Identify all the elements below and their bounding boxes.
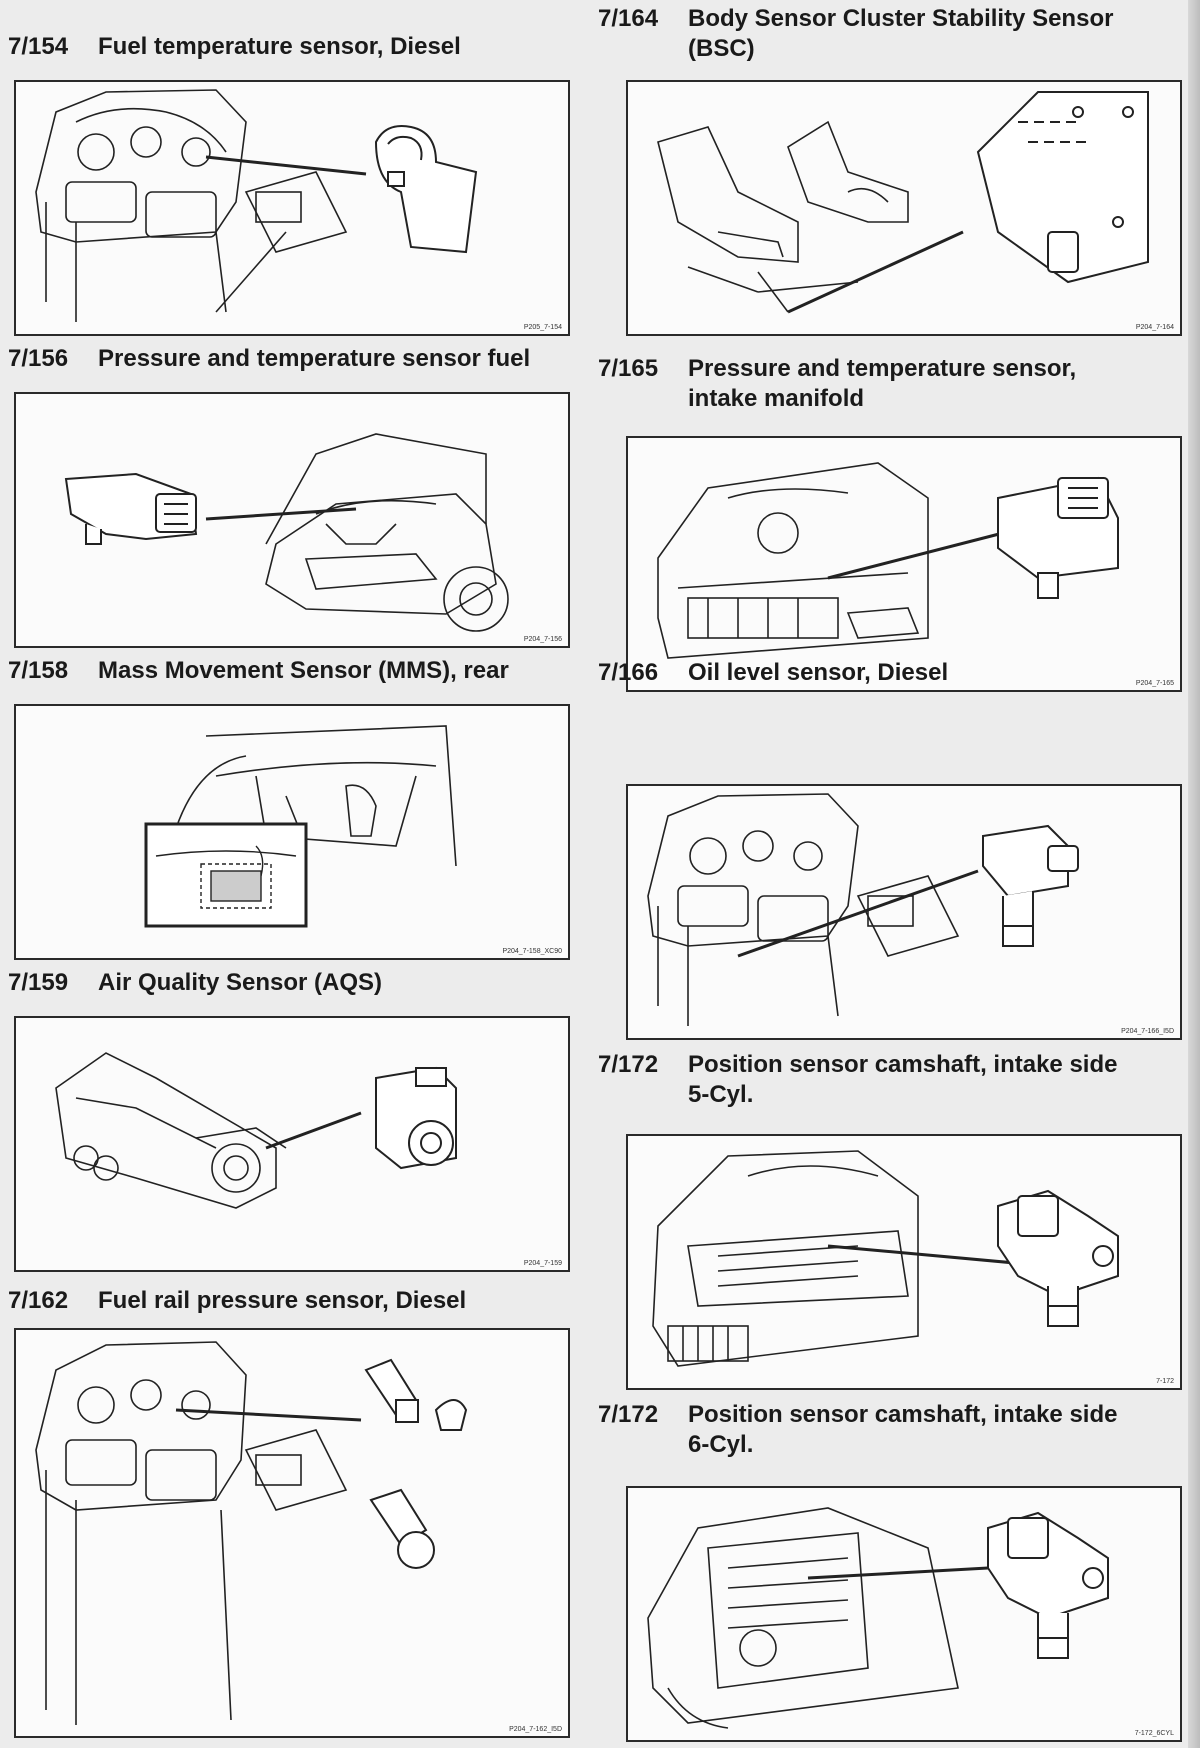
section-heading-7-154: 7/154 Fuel temperature sensor, Diesel xyxy=(8,32,568,66)
section-code: 7/159 xyxy=(8,969,69,996)
illustration-oil-level-sensor: P204_7-166_I5D xyxy=(626,784,1182,1040)
section-code: 7/172 xyxy=(598,1051,659,1078)
section-title: Position sensor camshaft, intake side 5-… xyxy=(688,1051,1118,1108)
section-code: 7/165 xyxy=(598,355,659,382)
section-heading-7-172-5cyl: 7/172 Position sensor camshaft, intake s… xyxy=(598,1050,1188,1114)
section-code: 7/154 xyxy=(8,33,69,60)
section-heading-7-166: 7/166 Oil level sensor, Diesel xyxy=(598,658,1188,692)
figure-reference: P205_7-154 xyxy=(523,324,562,331)
illustration-camshaft-sensor-6cyl: 7-172_6CYL xyxy=(626,1486,1182,1742)
figure-reference: P204_7-165 xyxy=(1135,680,1174,687)
section-title: Fuel temperature sensor, Diesel xyxy=(98,33,461,60)
engine-bay-drawing xyxy=(35,1341,468,1725)
section-code: 7/156 xyxy=(8,345,69,372)
illustration-body-sensor-cluster: P204_7-164 xyxy=(626,80,1182,336)
illustration-air-quality-sensor: P204_7-159 xyxy=(14,1016,570,1272)
figure-reference: 7-172 xyxy=(1156,1378,1174,1385)
figure-reference: P204_7-162_I5D xyxy=(509,1726,562,1733)
figure-reference: P204_7-156 xyxy=(523,636,562,643)
section-title: Air Quality Sensor (AQS) xyxy=(98,969,383,996)
illustration-fuel-pressure-temperature-sensor: P204_7-156 xyxy=(14,392,570,648)
figure-reference: P204_7-159 xyxy=(523,1260,562,1267)
engine-bay-drawing xyxy=(647,793,1079,1026)
engine-bay-drawing xyxy=(652,1150,1119,1367)
section-title: Pressure and temperature sensor fuel xyxy=(98,345,531,372)
figure-reference: P204_7-164 xyxy=(1135,324,1174,331)
section-title: Oil level sensor, Diesel xyxy=(688,659,949,686)
section-heading-7-164: 7/164 Body Sensor Cluster Stability Sens… xyxy=(598,4,1188,68)
car-front-engine-drawing xyxy=(647,1507,1109,1729)
section-title: Pressure and temperature sensor, intake … xyxy=(688,355,1077,412)
illustration-intake-manifold-sensor: P204_7-165 xyxy=(626,436,1182,692)
section-heading-7-172-6cyl: 7/172 Position sensor camshaft, intake s… xyxy=(598,1400,1188,1464)
seats-drawing xyxy=(657,91,1149,314)
figure-reference: P204_7-166_I5D xyxy=(1121,1028,1174,1035)
section-title: Mass Movement Sensor (MMS), rear xyxy=(98,657,509,684)
section-heading-7-165: 7/165 Pressure and temperature sensor, i… xyxy=(598,354,1188,418)
car-open-hood-drawing xyxy=(64,433,509,632)
section-title: Position sensor camshaft, intake side 6-… xyxy=(688,1401,1118,1458)
section-heading-7-156: 7/156 Pressure and temperature sensor fu… xyxy=(8,344,568,378)
hvac-unit-drawing xyxy=(55,1052,457,1209)
section-heading-7-159: 7/159 Air Quality Sensor (AQS) xyxy=(8,968,568,1002)
section-code: 7/164 xyxy=(598,5,659,32)
section-code: 7/162 xyxy=(8,1287,69,1314)
figure-reference: P204_7-158_XC90 xyxy=(502,948,562,955)
illustration-mass-movement-sensor: P204_7-158_XC90 xyxy=(14,704,570,960)
illustration-camshaft-sensor-5cyl: 7-172 xyxy=(626,1134,1182,1390)
section-title: Fuel rail pressure sensor, Diesel xyxy=(98,1287,467,1314)
section-code: 7/172 xyxy=(598,1401,659,1428)
section-title: Body Sensor Cluster Stability Sensor (BS… xyxy=(688,5,1114,62)
engine-bay-drawing xyxy=(35,89,478,322)
section-heading-7-158: 7/158 Mass Movement Sensor (MMS), rear xyxy=(8,656,568,690)
section-heading-7-162: 7/162 Fuel rail pressure sensor, Diesel xyxy=(8,1286,568,1320)
illustration-fuel-temperature-sensor: P205_7-154 xyxy=(14,80,570,336)
figure-reference: 7-172_6CYL xyxy=(1134,1730,1174,1737)
car-interior-drawing xyxy=(144,725,457,928)
section-code: 7/166 xyxy=(598,659,659,686)
section-code: 7/158 xyxy=(8,657,69,684)
illustration-fuel-rail-pressure-sensor: P204_7-162_I5D xyxy=(14,1328,570,1738)
page-edge xyxy=(1188,0,1200,1748)
car-front-drawing xyxy=(657,462,1119,659)
